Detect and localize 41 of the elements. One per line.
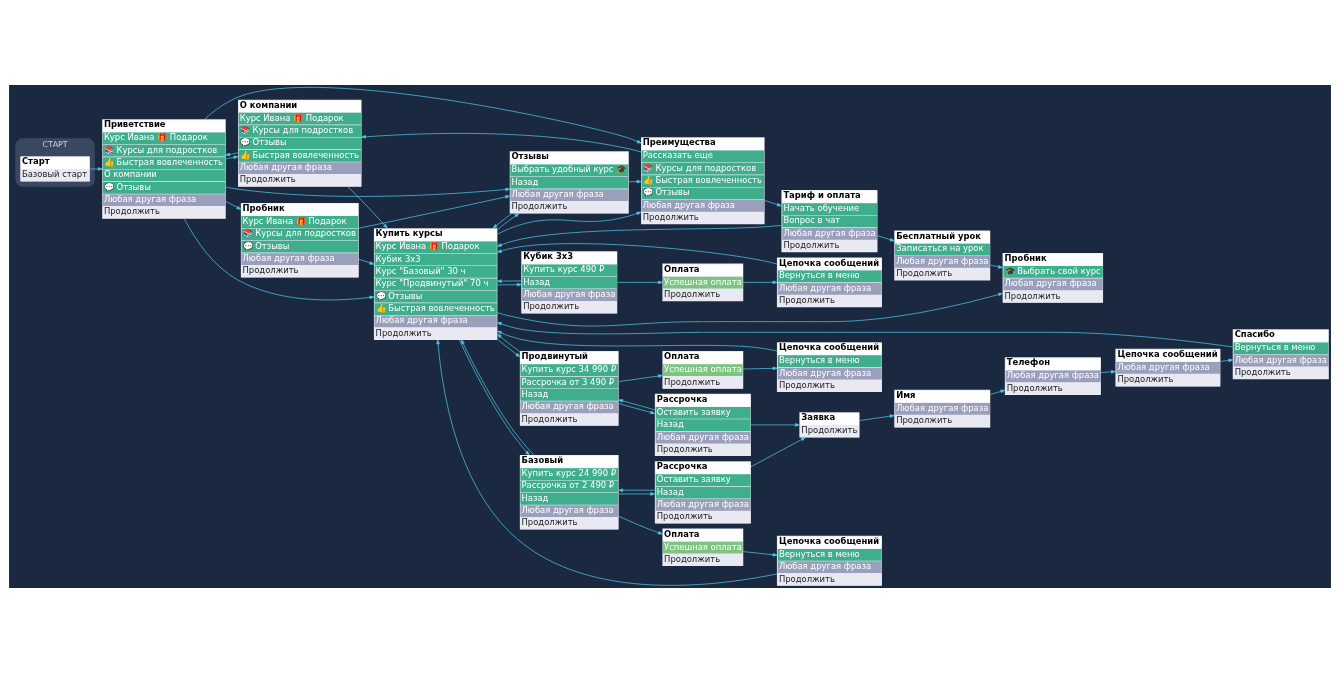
arrow — [361, 133, 642, 153]
arrow — [628, 179, 642, 184]
arrow — [618, 403, 655, 415]
arrow — [1220, 358, 1234, 363]
arrow — [989, 389, 1006, 395]
arrow — [89, 167, 103, 171]
arrow — [750, 437, 806, 468]
arrow — [497, 211, 642, 235]
arrow — [742, 551, 778, 557]
arrow — [492, 213, 512, 229]
arrow — [618, 399, 655, 411]
arrow — [225, 186, 511, 197]
arrow — [497, 339, 521, 358]
arrow — [764, 200, 782, 207]
arrow — [347, 186, 388, 229]
arrow — [497, 282, 522, 287]
arrow — [618, 374, 663, 382]
arrow — [742, 280, 778, 285]
arrow — [225, 201, 242, 210]
arrow — [618, 488, 655, 492]
arrow — [859, 414, 895, 421]
arrow — [497, 213, 520, 230]
arrow — [225, 155, 239, 160]
arrow — [618, 515, 663, 535]
arrow — [989, 264, 1003, 269]
arrow — [497, 333, 521, 353]
arrow — [497, 330, 778, 352]
arrow — [750, 423, 800, 427]
arrow — [436, 339, 778, 586]
arrow — [497, 279, 522, 283]
arrow — [497, 322, 1234, 348]
arrow — [225, 152, 239, 157]
arrow — [742, 366, 778, 371]
arrow — [616, 280, 663, 285]
arrow — [358, 258, 375, 265]
arrow — [618, 492, 655, 496]
arrow — [877, 235, 895, 242]
arrow — [497, 225, 782, 247]
arrow — [358, 195, 510, 229]
arrow — [1100, 370, 1116, 374]
arrow — [204, 87, 642, 144]
